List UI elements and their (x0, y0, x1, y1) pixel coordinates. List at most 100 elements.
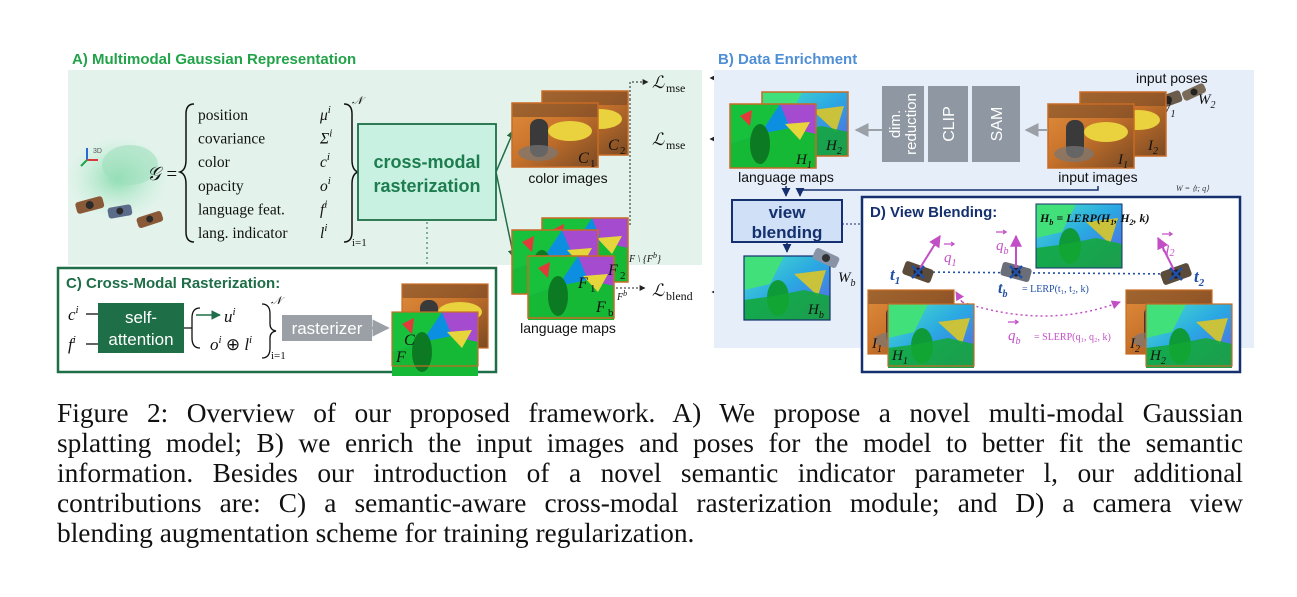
param-name: lang. indicator (198, 225, 288, 242)
svg-text:3D: 3D (93, 148, 102, 155)
caption-line-1: Figure 2: Overview of our proposed frame… (57, 398, 1243, 428)
input-c: ci (68, 304, 79, 324)
f-minus-fb-label: F \ {Fb} (628, 251, 661, 265)
vector-arrows (944, 229, 1174, 247)
w-formula: W = ⟨t; q⟩ (1176, 184, 1210, 193)
cross-modal-rasterization-box (357, 123, 497, 221)
self-attention-box (98, 303, 184, 353)
left-brace (177, 103, 195, 243)
set-lower-i: i=1 (352, 237, 367, 249)
label-t1: t1 (890, 265, 900, 287)
g-equation: 𝒢 = (147, 164, 178, 185)
caption-line-4: contributions are: C) a semantic-aware c… (57, 488, 1243, 518)
panel-d-title: D) View Blending: (870, 204, 997, 221)
svg-text:1: 1 (590, 283, 596, 295)
label-d-h1: H1 (891, 348, 908, 367)
label-qb-slerp: qb (1008, 328, 1021, 347)
language-maps-label: language maps (520, 320, 616, 336)
label-wb: Wb (838, 270, 856, 289)
svg-text:view: view (769, 203, 807, 222)
label-f1: F (577, 275, 588, 292)
translation-lerp-line (917, 271, 1177, 275)
input-images-label: input images (1058, 169, 1137, 185)
label-q1: q1 (944, 250, 957, 269)
svg-text:1: 1 (590, 158, 596, 170)
figure-caption: Figure 2: Overview of our proposed frame… (57, 398, 1243, 548)
svg-text:dim.: dim. (887, 110, 904, 138)
loss-mse-mid: ℒ mse (652, 130, 685, 152)
label-hb: Hb (807, 302, 824, 321)
svg-text:Fb: Fb (616, 289, 627, 303)
svg-text:ℒ: ℒ (652, 281, 665, 300)
label-f-out: F (395, 349, 406, 366)
label-tb: tb (998, 280, 1007, 300)
q2-arrow (1157, 236, 1175, 271)
input-f: fi (68, 334, 76, 354)
h-language-maps-label: language maps (738, 169, 834, 185)
arrow-to-language (495, 171, 517, 259)
dim-reduction-box (882, 86, 924, 162)
svg-text:mse: mse (666, 138, 685, 152)
svg-text:self-: self- (125, 308, 157, 327)
svg-text:rasterizer: rasterizer (292, 319, 363, 338)
panel-c-title: C) Cross-Modal Rasterization: (66, 275, 280, 292)
raster-label-line1: cross-modal (373, 152, 480, 172)
input-images-stack (1047, 91, 1167, 169)
label-d-i2: I2 (1129, 336, 1140, 355)
label-h1: H1 (795, 152, 812, 171)
svg-text:i=1: i=1 (271, 350, 286, 362)
caption-line-5: blending augmentation scheme for trainin… (57, 518, 695, 548)
input-poses-label: input poses (1136, 70, 1208, 86)
svg-text:SAM: SAM (989, 107, 1006, 142)
label-w2: W2 (1198, 92, 1216, 111)
q1-arrow (919, 234, 941, 269)
label-d-i1: I1 (871, 336, 882, 355)
raster-label-line2: rasterization (373, 176, 480, 196)
qb-slerp-equation: = SLERP(q₁, q₂, k) (1034, 332, 1111, 343)
param-name: color (198, 154, 231, 171)
svg-text:2: 2 (620, 145, 626, 157)
param-symbol: Σi (319, 128, 332, 148)
svg-text:attention: attention (108, 330, 173, 349)
svg-text:2: 2 (620, 270, 626, 282)
panel-b-title: B) Data Enrichment (718, 51, 857, 68)
svg-text:reduction: reduction (903, 93, 920, 155)
slerp-arc (961, 300, 1121, 317)
h-maps-stack (729, 91, 849, 169)
label-c-out: C (404, 332, 415, 349)
rasterizer-box (282, 315, 372, 341)
param-name: language feat. (198, 201, 285, 218)
caption-line-2: splatting model; B) we enrich the input … (57, 428, 1243, 458)
svg-text:ℒ: ℒ (652, 130, 665, 149)
param-symbol: oi (320, 175, 331, 195)
loss-blend: ℒ blend (652, 281, 693, 303)
color-images-stack (511, 90, 629, 168)
label-i1: I1 (1117, 152, 1128, 171)
label-c1: C (578, 150, 589, 167)
clip-box (928, 86, 968, 162)
svg-text:𝒩: 𝒩 (271, 295, 285, 307)
label-c2: C (608, 137, 619, 154)
param-name: covariance (198, 131, 265, 148)
label-fb: F (595, 299, 606, 316)
position-markers (911, 265, 1183, 281)
param-symbol: fi (320, 198, 327, 218)
hb-lerp-equation: Hb = LERP(H1, H2, k) (1039, 211, 1150, 227)
caption-line-3: information. Besides our introduction of… (57, 458, 1243, 488)
arrow-to-color (495, 129, 515, 173)
label-h2: H2 (825, 138, 842, 157)
label-q2: q2 (1162, 240, 1175, 259)
param-symbol: li (320, 222, 327, 242)
param-symbol: μi (319, 104, 331, 124)
panel-d-left-stack (867, 289, 975, 368)
output-u: ui (224, 306, 236, 326)
color-images-label: color images (528, 170, 607, 186)
svg-text:CLIP: CLIP (941, 106, 958, 142)
view-blending-box (731, 199, 843, 243)
gaussian-scene-icon (66, 136, 170, 228)
svg-text:blending: blending (752, 223, 823, 242)
language-maps-stack (511, 217, 629, 320)
label-i2: I2 (1147, 138, 1158, 157)
label-d-h2: H2 (1149, 348, 1166, 367)
